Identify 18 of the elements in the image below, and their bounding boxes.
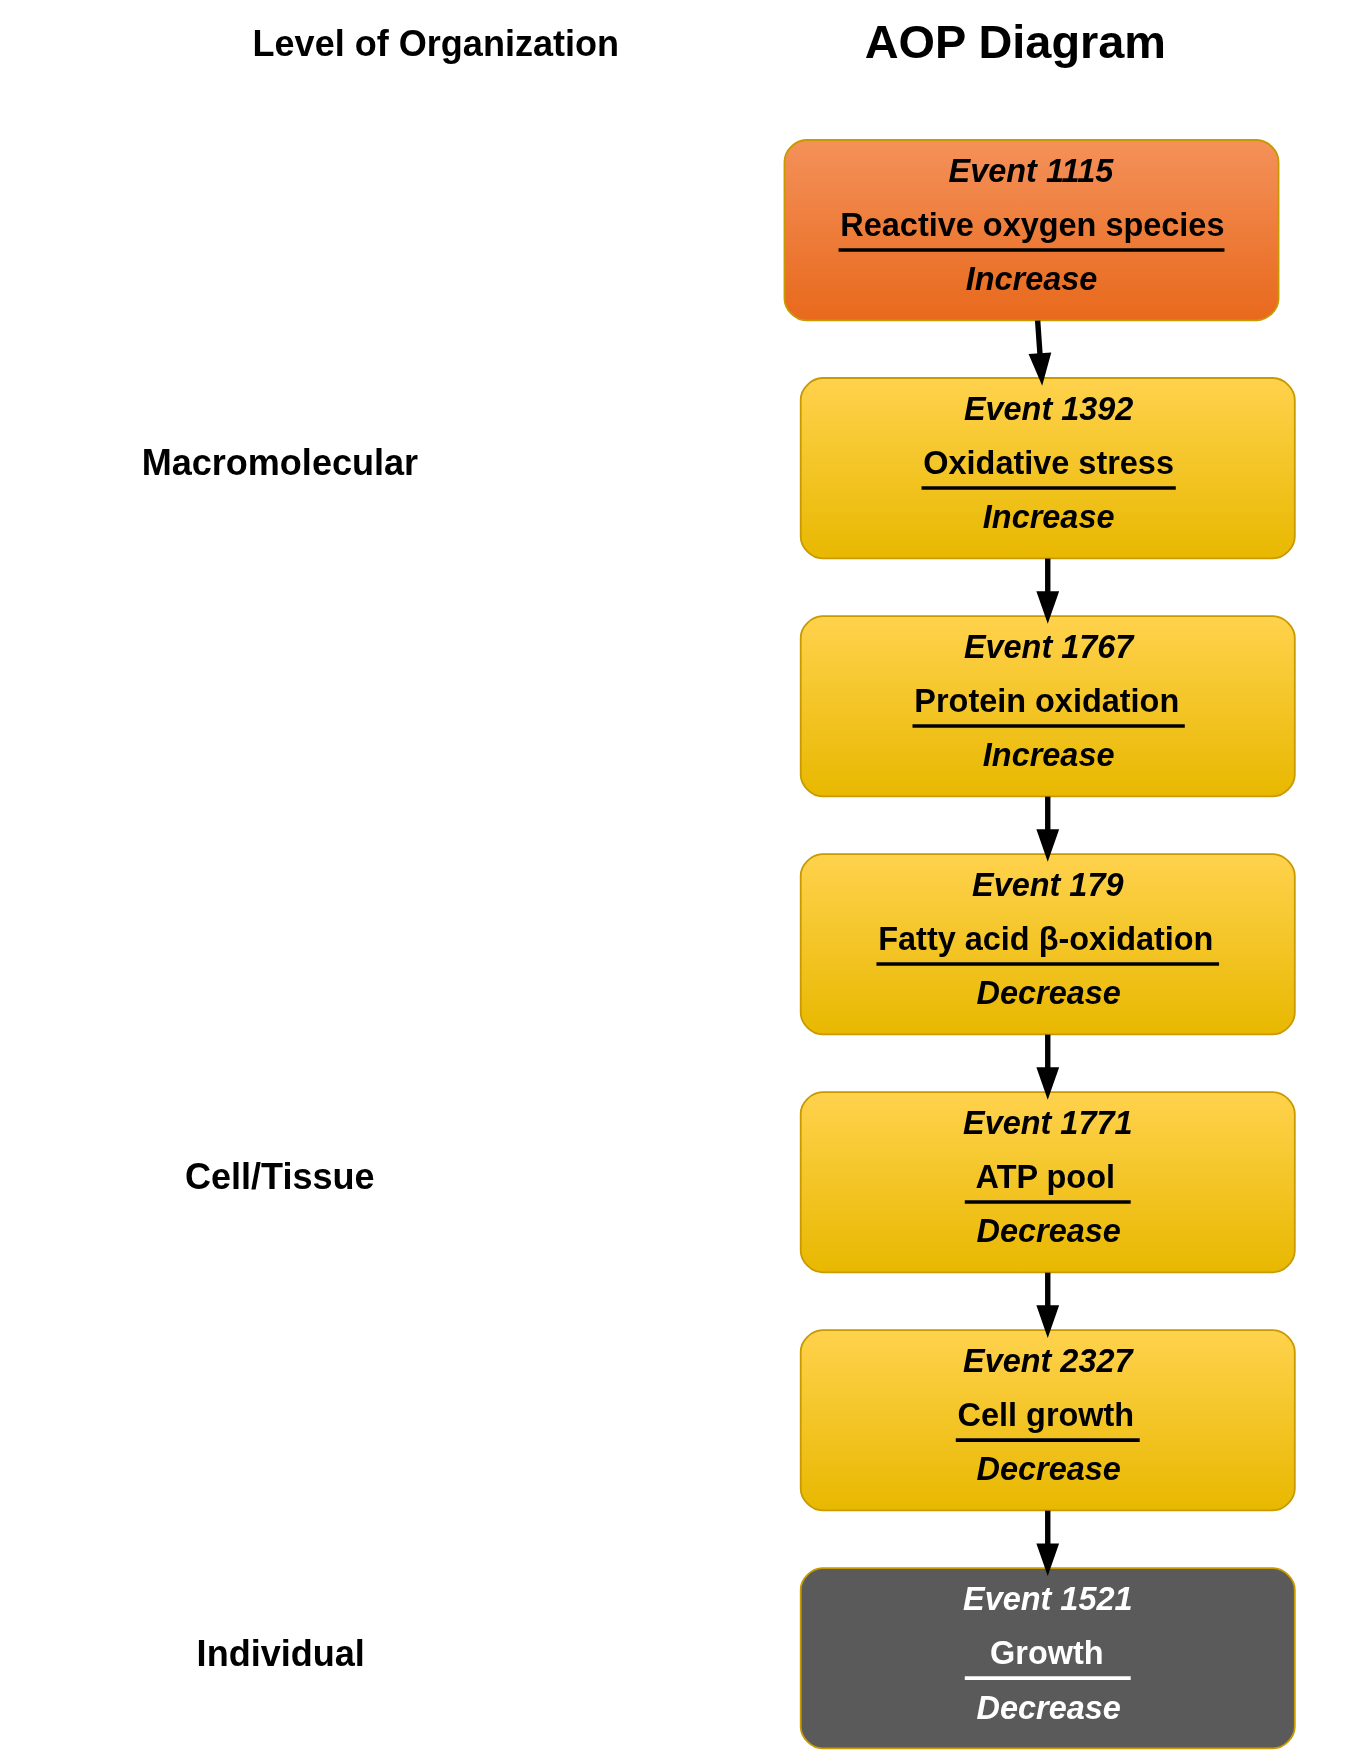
label: Level of Organization: [252, 23, 619, 65]
label: Individual: [196, 1632, 365, 1674]
node-box: Event 2327 Cell growth Decrease: [799, 1329, 1296, 1512]
arrow: [1035, 558, 1059, 624]
node-box: Event 1767 Protein oxidation Increase: [799, 615, 1296, 798]
arrow: [1035, 796, 1059, 862]
node-box: Event 1521 Growth Decrease: [799, 1567, 1296, 1750]
node-box: Event 179 Fatty acid β-oxidation Decrease: [799, 853, 1296, 1036]
node-box: Event 1392 Oxidative stress Increase: [799, 377, 1296, 560]
arrow: [1035, 1272, 1059, 1338]
label: Macromolecular: [141, 442, 418, 484]
label: AOP Diagram: [864, 16, 1166, 69]
label: Cell/Tissue: [184, 1156, 375, 1198]
node-box: Event 1771 ATP pool Decrease: [799, 1091, 1296, 1274]
arrow: [1028, 320, 1051, 386]
arrow: [1035, 1510, 1059, 1576]
node-box: Event 1115 Reactive oxygen species Increase: [783, 139, 1279, 322]
arrow: [1035, 1034, 1059, 1100]
